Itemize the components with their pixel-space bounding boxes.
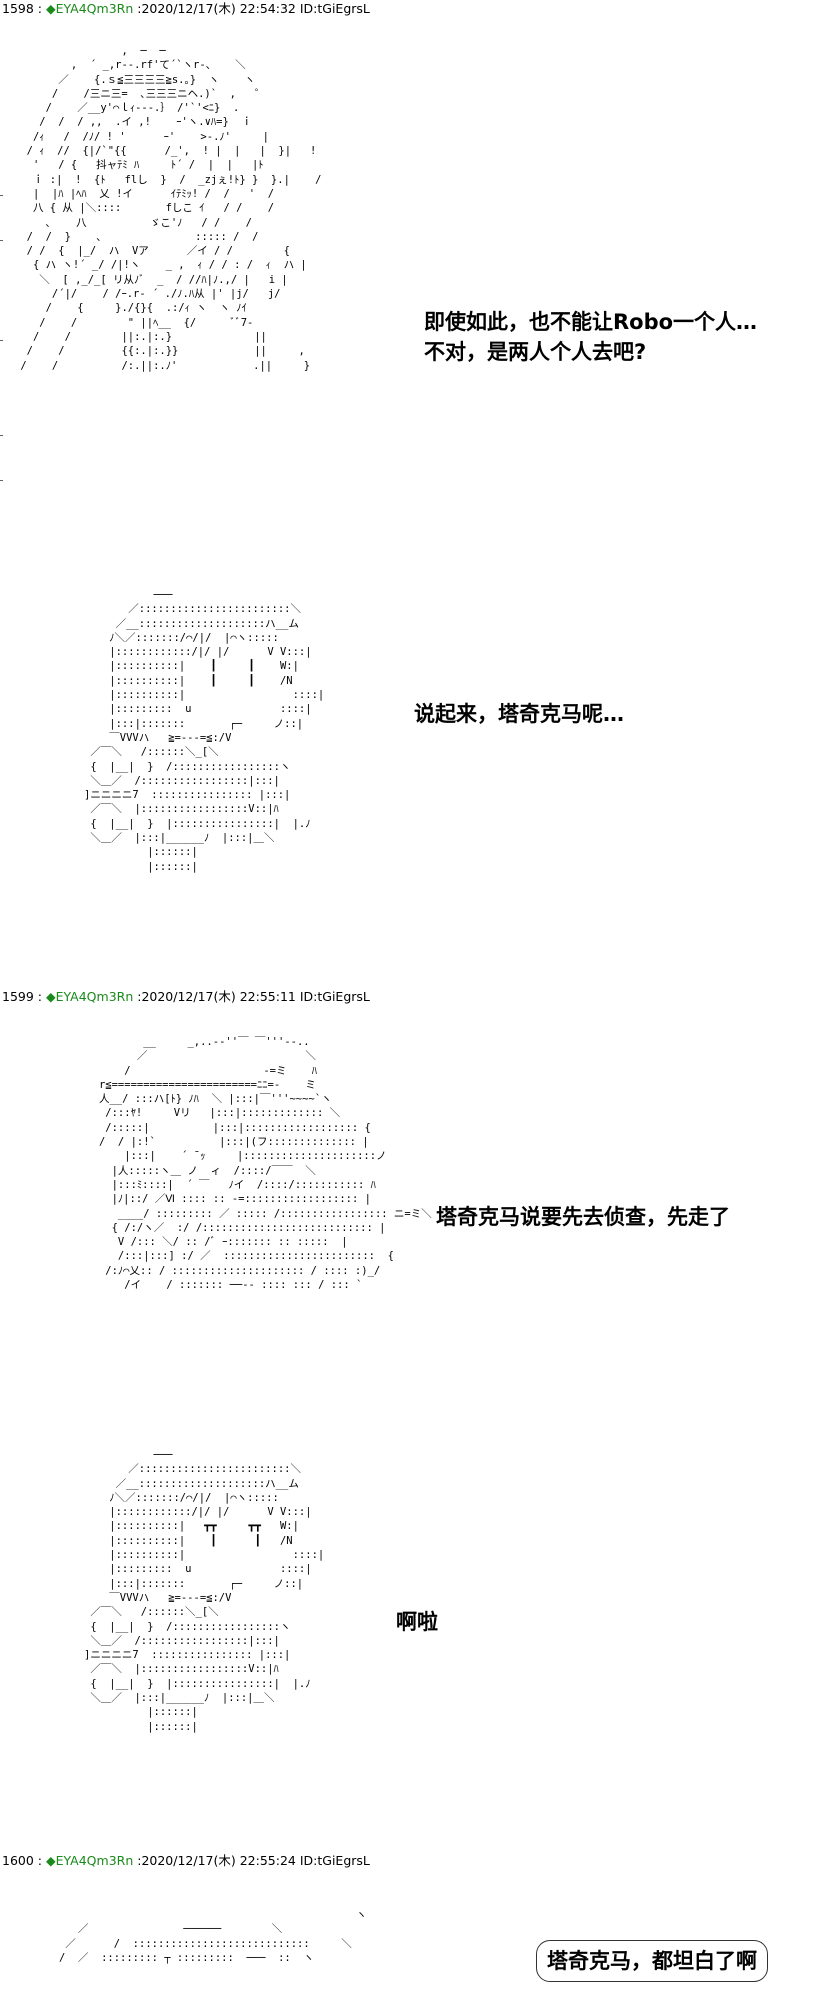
speech-bubble-text: 塔奇克马，都坦白了啊 (547, 1949, 757, 1973)
dialogue-caption-2: 说起来，塔奇克马呢… (414, 702, 624, 726)
edge-tick (0, 480, 3, 481)
post-header-1600: 1600 : ◆EYA4Qm3Rn :2020/12/17(木) 22:55:2… (2, 1852, 370, 1870)
edge-tick (0, 195, 3, 196)
dialogue-line: 不对，是两人个人去吧? (424, 340, 647, 364)
edge-tick (0, 240, 3, 241)
ascii-art-partial: ヽ ／ ────── ＼ ／ / :::::::::::::::::::::::… (58, 1909, 367, 1964)
poster-trip-link[interactable]: EYA4Qm3Rn (55, 989, 134, 1004)
edge-tick (0, 340, 3, 341)
post-separator: : (33, 1853, 46, 1868)
trip-diamond-icon: ◆ (45, 1853, 56, 1868)
dialogue-line: 即使如此，也不能让Robo一个人… (424, 310, 758, 334)
ascii-art-tachikoma-2: __ _,..-‐''￣ ￣'''‐-.. ／ ＼ / ‐=ミ ﾊ r≦====… (98, 1036, 432, 1292)
post-separator: : (33, 989, 46, 1004)
dialogue-caption-1: 即使如此，也不能让Robo一个人… 不对，是两人个人去吧? (424, 307, 757, 367)
post-meta: :2020/12/17(木) 22:55:24 ID:tGiEgrsL (133, 1853, 370, 1868)
post-separator: : (33, 1, 46, 16)
post-meta: :2020/12/17(木) 22:54:32 ID:tGiEgrsL (133, 1, 370, 16)
post-number: 1599 (2, 989, 34, 1004)
ascii-art-girl: , ─ ─ , ´ _,r‐-.rf'て´`ヽr‐、 ＼ ／ {.ｓ≦三三三三≧… (20, 45, 322, 372)
post-header-1598: 1598 : ◆EYA4Qm3Rn :2020/12/17(木) 22:54:3… (2, 0, 370, 18)
ascii-art-tachikoma-3: ─── ／::::::::::::::::::::::::＼ ／__::::::… (84, 1449, 325, 1733)
edge-tick (0, 435, 3, 436)
post-header-1599: 1599 : ◆EYA4Qm3Rn :2020/12/17(木) 22:55:1… (2, 988, 370, 1006)
poster-trip-link[interactable]: EYA4Qm3Rn (55, 1853, 134, 1868)
trip-diamond-icon: ◆ (45, 989, 56, 1004)
speech-bubble: 塔奇克马，都坦白了啊 (536, 1940, 768, 1982)
trip-diamond-icon: ◆ (45, 1, 56, 16)
post-number: 1598 (2, 1, 34, 16)
poster-trip-link[interactable]: EYA4Qm3Rn (55, 1, 134, 16)
dialogue-caption-3: 塔奇克马说要先去侦查，先走了 (436, 1205, 730, 1229)
post-meta: :2020/12/17(木) 22:55:11 ID:tGiEgrsL (133, 989, 370, 1004)
post-number: 1600 (2, 1853, 34, 1868)
ascii-art-tachikoma-1: ─── ／::::::::::::::::::::::::＼ ／__::::::… (84, 589, 325, 873)
dialogue-caption-4: 啊啦 (396, 1610, 438, 1634)
